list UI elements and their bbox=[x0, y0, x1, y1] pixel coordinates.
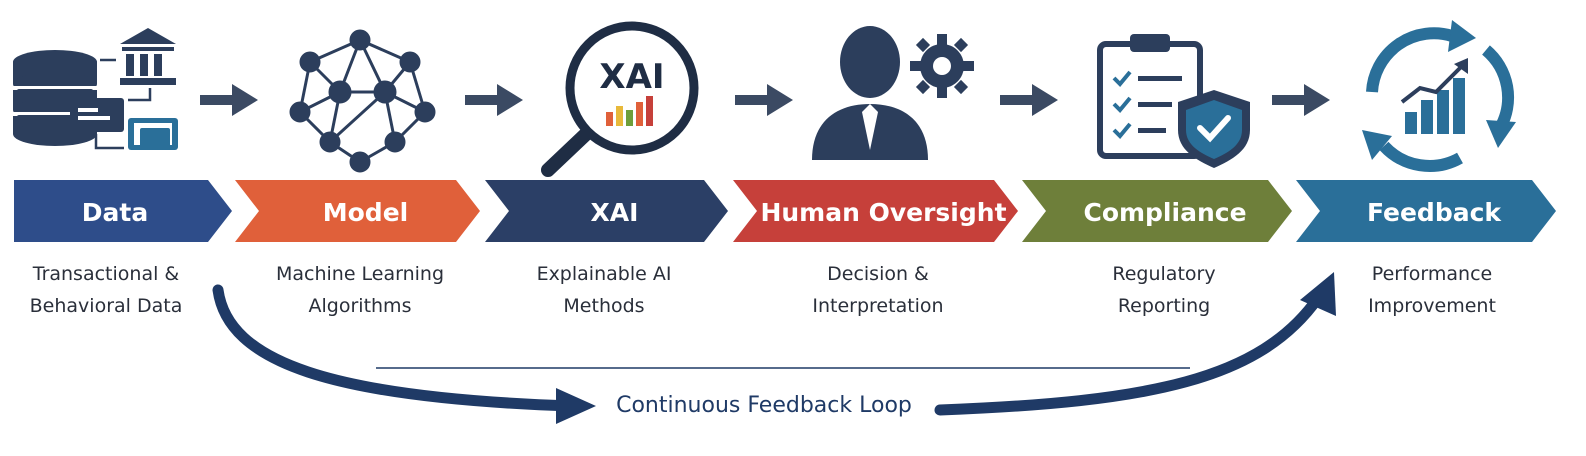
database-bank-devices-icon bbox=[13, 28, 178, 150]
stage-title: Human Oversight bbox=[760, 198, 1006, 227]
stage-title: Model bbox=[323, 198, 408, 227]
clipboard-shield-icon bbox=[1097, 34, 1250, 168]
stage-description-line: Transactional & bbox=[32, 263, 180, 285]
stage-description-line: Regulatory bbox=[1112, 263, 1215, 285]
stage-description-line: Decision & bbox=[827, 263, 929, 285]
loop-label: Continuous Feedback Loop bbox=[616, 393, 912, 418]
stage-title: XAI bbox=[591, 198, 639, 227]
feedback-loop: Continuous Feedback Loop bbox=[212, 272, 1336, 424]
stage-description-line: Improvement bbox=[1368, 295, 1496, 317]
connector-arrow-icon bbox=[735, 84, 793, 116]
stage-chevron-xai bbox=[485, 180, 728, 242]
stage-description-line: Reporting bbox=[1118, 295, 1210, 317]
stage-description-line: Explainable AI bbox=[537, 263, 672, 285]
stage-description-line: Methods bbox=[563, 295, 644, 317]
xai-badge-text: XAI bbox=[599, 57, 664, 97]
connector-arrow-icon bbox=[200, 84, 258, 116]
person-gear-icon bbox=[812, 26, 974, 160]
connector-arrow-icon bbox=[465, 84, 523, 116]
stage-description-line: Algorithms bbox=[309, 295, 412, 317]
connector-arrow-icon bbox=[1000, 84, 1058, 116]
connector-arrow-icon bbox=[1272, 84, 1330, 116]
neural-network-icon bbox=[289, 29, 436, 173]
stage-chevron-compliance bbox=[1022, 180, 1292, 242]
stage-chevron-feedback bbox=[1296, 180, 1556, 242]
stage-description-line: Performance bbox=[1372, 263, 1492, 285]
stage-title: Feedback bbox=[1367, 198, 1502, 227]
stage-chevron-model bbox=[235, 180, 480, 242]
stage-description-line: Behavioral Data bbox=[30, 295, 183, 317]
stage-chevron-data bbox=[14, 180, 232, 242]
stage-chevron-human-oversight bbox=[733, 180, 1018, 242]
stage-description-line: Interpretation bbox=[812, 295, 943, 317]
stage-description-line: Machine Learning bbox=[276, 263, 444, 285]
magnifier-xai-icon: XAI bbox=[541, 21, 699, 177]
stage-title: Data bbox=[82, 198, 148, 227]
stage-title: Compliance bbox=[1083, 198, 1246, 227]
cycle-chart-icon bbox=[1362, 20, 1516, 172]
